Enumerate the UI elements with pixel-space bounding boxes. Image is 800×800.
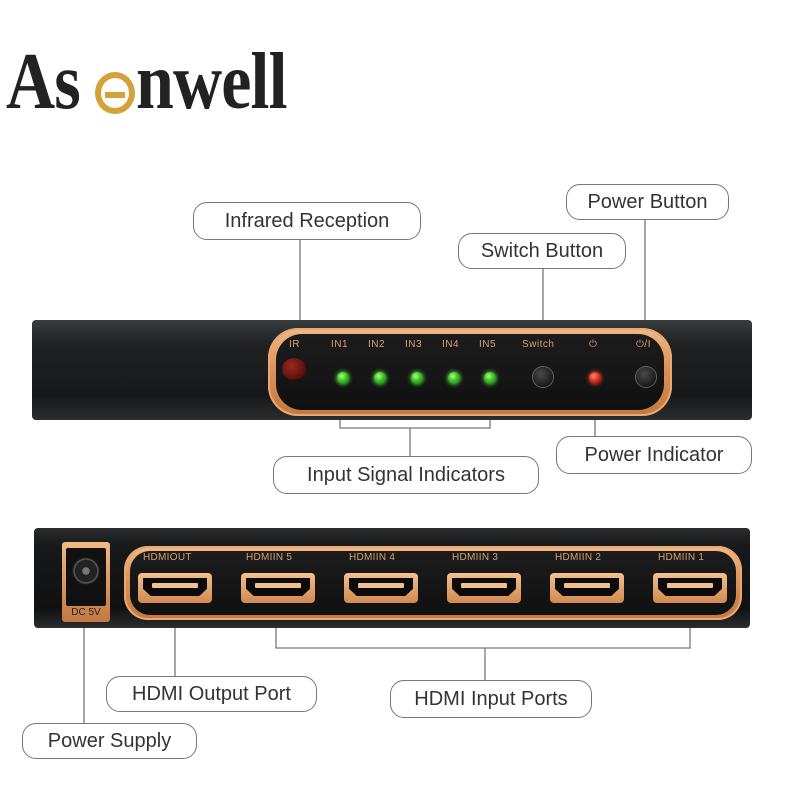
callout-hdmi-input-ports: HDMI Input Ports [390,680,592,718]
hdmi-input-port-5[interactable] [241,573,315,603]
label-hdmi-in5: HDMIIN 5 [246,552,293,563]
label-power-indicator-symbol: ⏻ [589,339,598,350]
label-hdmi-in1: HDMIIN 1 [658,552,705,563]
hdmi-input-port-4[interactable] [344,573,418,603]
brand-prefix: As [6,38,81,126]
brand-e-ring [94,72,135,114]
label-hdmi-in2: HDMIIN 2 [555,552,602,563]
callout-switch-button: Switch Button [458,233,626,269]
label-in2: IN2 [368,339,386,350]
led-in5 [484,372,496,384]
label-in3: IN3 [405,339,423,350]
label-hdmi-in3: HDMIIN 3 [452,552,499,563]
label-in1: IN1 [331,339,349,350]
callout-input-signal-indicators: Input Signal Indicators [273,456,539,494]
back-port-panel-face [130,551,736,615]
callout-power-supply: Power Supply [22,723,197,759]
label-in5: IN5 [479,339,497,350]
brand-suffix: nwell [135,38,288,126]
callout-hdmi-output-port: HDMI Output Port [106,676,317,712]
led-in3 [411,372,423,384]
label-hdmi-in4: HDMIIN 4 [349,552,396,563]
callout-power-indicator: Power Indicator [556,436,752,474]
power-indicator-led [589,372,601,384]
infrared-receiver-window [282,358,306,380]
label-in4: IN4 [442,339,460,350]
power-button[interactable] [636,367,656,387]
hdmi-input-port-1[interactable] [653,573,727,603]
led-in1 [337,372,349,384]
led-in2 [374,372,386,384]
callout-infrared-reception: Infrared Reception [193,202,421,240]
led-in4 [448,372,460,384]
switch-button[interactable] [533,367,553,387]
hdmi-output-port[interactable] [138,573,212,603]
label-power-button-symbol: ⏻/I [636,339,651,350]
label-hdmi-out: HDMIOUT [143,552,192,563]
dc-label: DC 5V [71,607,101,618]
hdmi-input-port-2[interactable] [550,573,624,603]
hdmi-input-port-3[interactable] [447,573,521,603]
label-switch: Switch [522,339,555,350]
callout-power-button: Power Button [566,184,729,220]
label-ir: IR [289,339,300,350]
leader-hdmi-input [275,628,691,649]
dc-power-jack [72,557,100,585]
